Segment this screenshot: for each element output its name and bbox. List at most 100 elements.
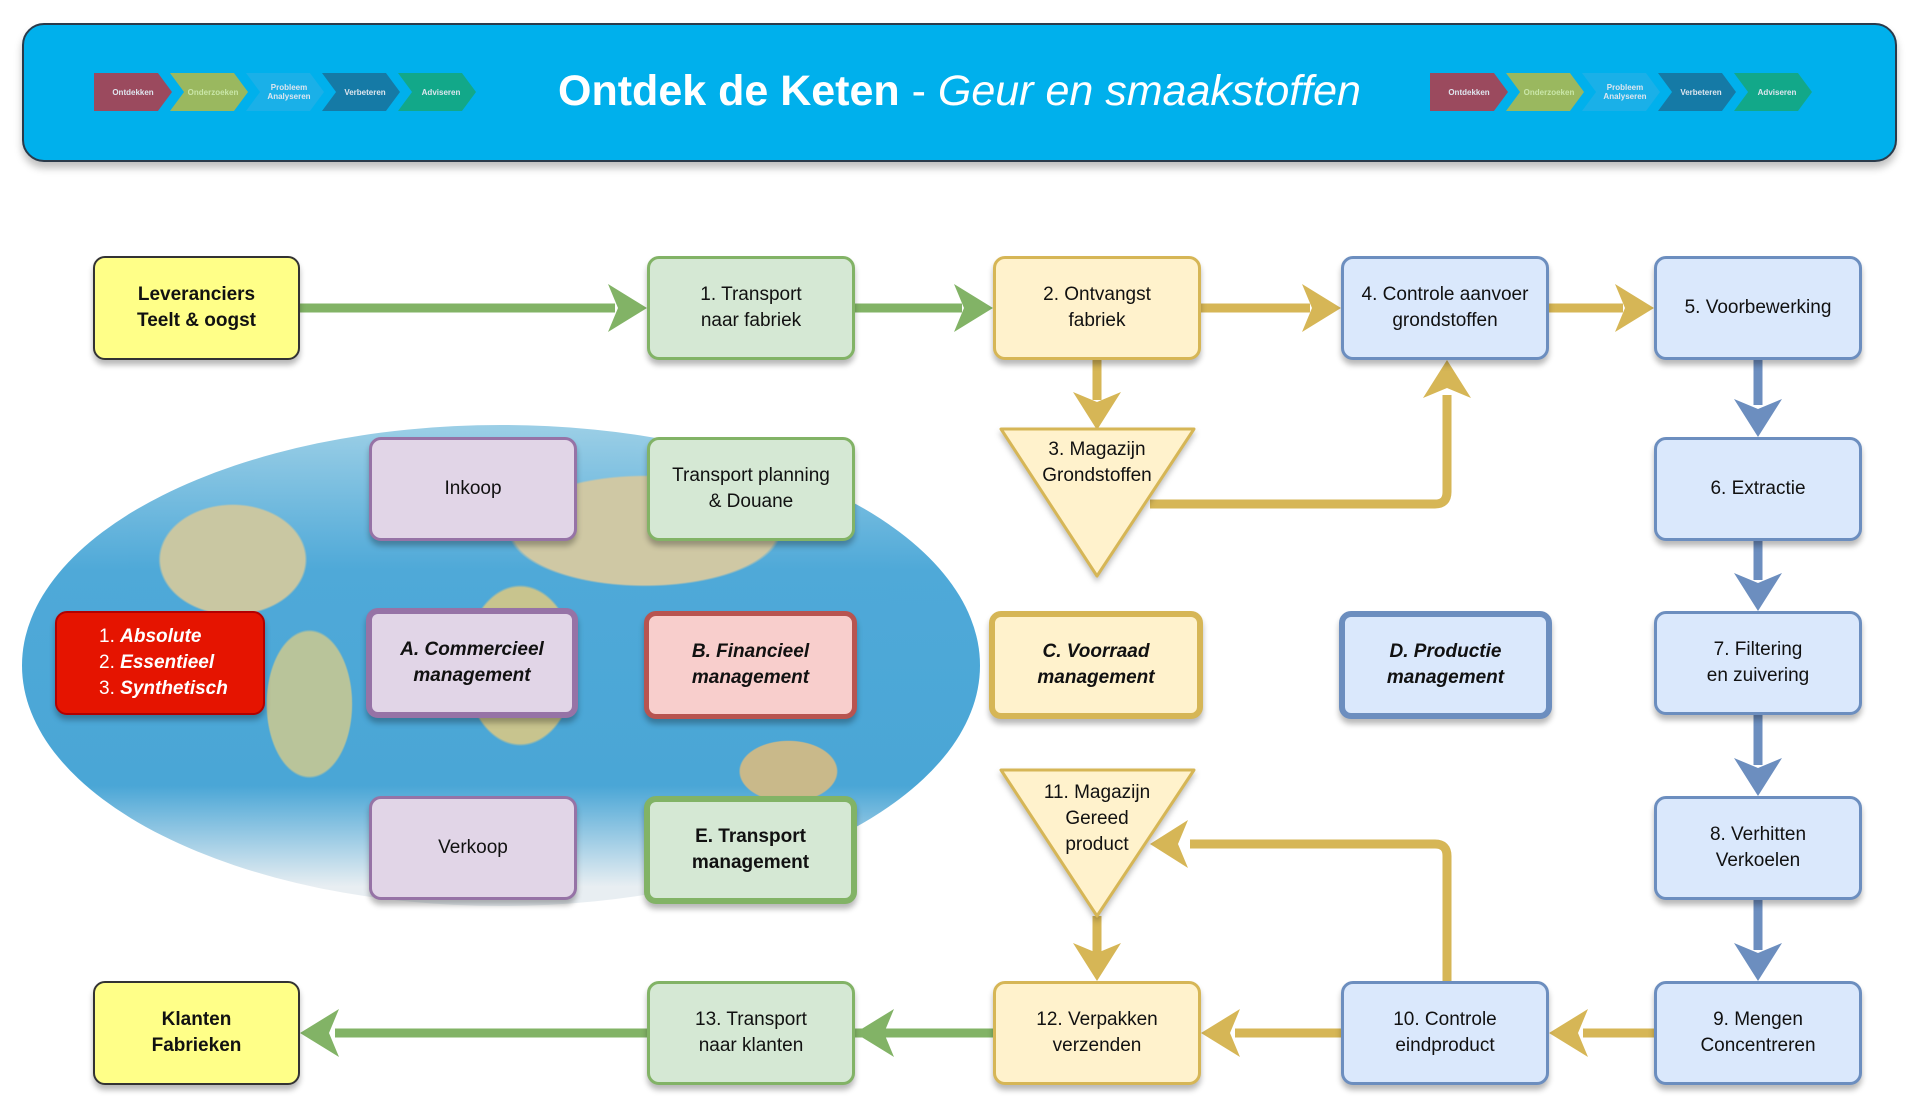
node-financieel-management[interactable]: B. Financieel management xyxy=(644,611,857,719)
arrowhead xyxy=(1302,284,1341,332)
label: Gereed xyxy=(1065,808,1129,829)
phase-ontdekken[interactable]: Ontdekken xyxy=(1430,73,1508,111)
arrowhead xyxy=(855,1009,894,1057)
label: 12. Verpakken xyxy=(1036,1009,1158,1030)
label: management xyxy=(413,665,531,686)
node-controle-aanvoer[interactable]: 4. Controle aanvoer grondstoffen xyxy=(1341,256,1549,360)
label: 4. Controle aanvoer xyxy=(1361,284,1529,305)
arrowhead xyxy=(1734,399,1782,437)
phase-probleem-analyseren[interactable]: Probleem Analyseren xyxy=(1582,73,1660,111)
arrowhead xyxy=(954,284,993,332)
label: product xyxy=(1065,834,1129,855)
arrowhead xyxy=(1073,943,1121,981)
node-controle-eindproduct[interactable]: 10. Controle eindproduct xyxy=(1341,981,1549,1085)
node-verpakken-verzenden[interactable]: 12. Verpakken verzenden xyxy=(993,981,1201,1085)
label: C. Voorraad xyxy=(1042,641,1150,662)
phase-ontdekken[interactable]: Ontdekken xyxy=(94,73,172,111)
node-voorraad-management[interactable]: C. Voorraad management xyxy=(989,611,1203,719)
label: management xyxy=(1037,667,1155,688)
label: 7. Filtering xyxy=(1713,639,1803,660)
node-extractie[interactable]: 6. Extractie xyxy=(1654,437,1862,541)
label: 9. Mengen xyxy=(1713,1009,1803,1030)
label: 11. Magazijn xyxy=(1043,782,1151,803)
label: D. Productie xyxy=(1389,641,1502,662)
magazijn-grondstoffen-triangle xyxy=(999,427,1196,578)
label: 5. Voorbewerking xyxy=(1684,297,1832,318)
phase-chevrons-right: Ontdekken Onderzoeken Probleem Analysere… xyxy=(1430,73,1812,111)
label: grondstoffen xyxy=(1392,310,1498,331)
label: 3. Magazijn xyxy=(1048,439,1146,460)
arrowhead xyxy=(1073,392,1121,430)
magazijn-gereed-product-triangle xyxy=(999,768,1196,918)
type-item: Essentieel xyxy=(120,650,228,676)
label: Leveranciers xyxy=(137,284,256,305)
node-filtering[interactable]: 7. Filtering en zuivering xyxy=(1654,611,1862,715)
arrowhead xyxy=(1150,820,1188,868)
node-commercieel-management[interactable]: A. Commercieel management xyxy=(366,608,578,718)
types-list: Absolute Essentieel Synthetisch xyxy=(92,624,228,702)
label: management xyxy=(691,852,810,873)
label: E. Transport xyxy=(695,826,806,847)
label: 10. Controle xyxy=(1393,1009,1497,1030)
type-item: Synthetisch xyxy=(120,676,228,702)
label: Verkoop xyxy=(438,837,508,858)
label: 2. Ontvangst xyxy=(1043,284,1151,305)
phase-onderzoeken[interactable]: Onderzoeken xyxy=(170,73,248,111)
page-title: Ontdek de Keten - Geur en smaakstoffen xyxy=(24,67,1895,116)
label: Grondstoffen xyxy=(1042,465,1152,486)
arrowhead xyxy=(1734,943,1782,981)
label: en zuivering xyxy=(1706,665,1810,686)
arrowhead xyxy=(300,1009,339,1057)
node-transport-management[interactable]: E. Transport management xyxy=(644,796,857,904)
node-verkoop[interactable]: Verkoop xyxy=(369,796,577,900)
arrow-magazijn3-to-controle xyxy=(1150,395,1452,509)
label: Fabrieken xyxy=(151,1035,242,1056)
node-transport-planning-douane[interactable]: Transport planning & Douane xyxy=(647,437,855,541)
label: Concentreren xyxy=(1700,1035,1816,1056)
label: management xyxy=(691,667,810,688)
arrowhead xyxy=(608,284,647,332)
header-banner: Ontdekken Onderzoeken Probleem Analysere… xyxy=(22,23,1897,162)
node-voorbewerking[interactable]: 5. Voorbewerking xyxy=(1654,256,1862,360)
arrowhead xyxy=(1549,1009,1588,1057)
phase-adviseren[interactable]: Adviseren xyxy=(398,73,476,111)
arrow-controle10-to-magazijn11 xyxy=(1190,839,1452,981)
title-separator: - xyxy=(899,67,938,115)
arrowhead xyxy=(1734,758,1782,796)
arrowhead xyxy=(1615,284,1654,332)
label: naar klanten xyxy=(698,1035,804,1056)
title-main: Ontdek de Keten xyxy=(558,67,900,115)
label: Inkoop xyxy=(444,478,502,499)
label: Klanten xyxy=(161,1009,232,1030)
type-item: Absolute xyxy=(120,624,228,650)
node-transport-naar-klanten[interactable]: 13. Transport naar klanten xyxy=(647,981,855,1085)
label: Teelt & oogst xyxy=(137,310,256,331)
label: & Douane xyxy=(708,491,794,512)
arrowhead xyxy=(1734,573,1782,611)
phase-chevrons-left: Ontdekken Onderzoeken Probleem Analysere… xyxy=(94,73,476,111)
label: B. Financieel xyxy=(691,641,810,662)
label: 6. Extractie xyxy=(1710,478,1806,499)
label: A. Commercieel xyxy=(400,639,544,660)
node-inkoop[interactable]: Inkoop xyxy=(369,437,577,541)
label: verzenden xyxy=(1052,1035,1142,1056)
phase-probleem-analyseren[interactable]: Probleem Analyseren xyxy=(246,73,324,111)
label: Transport planning xyxy=(672,465,830,486)
label: naar fabriek xyxy=(700,310,802,331)
arrowhead xyxy=(1201,1009,1240,1057)
arrowhead xyxy=(1423,360,1471,398)
title-subtitle: Geur en smaakstoffen xyxy=(937,67,1361,115)
label: 8. Verhitten xyxy=(1709,824,1807,845)
label: eindproduct xyxy=(1395,1035,1495,1056)
label: 13. Transport xyxy=(695,1009,807,1030)
